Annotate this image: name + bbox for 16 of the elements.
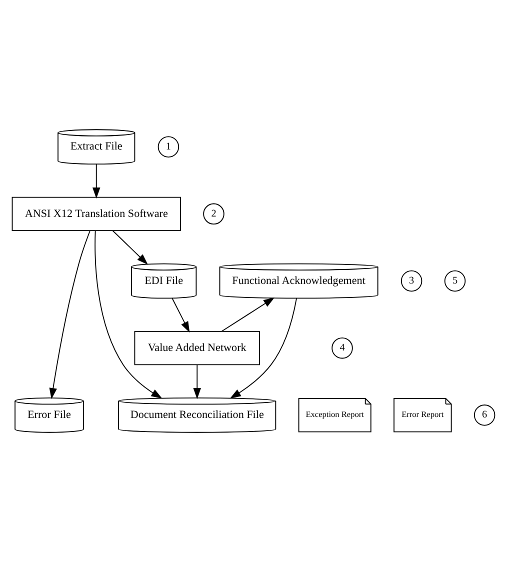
node-circle: 1	[158, 136, 180, 158]
arrow	[221, 297, 275, 332]
arrow	[193, 364, 201, 400]
node-box: ANSI X12 Translation Software	[12, 196, 181, 232]
node-circle: 4	[332, 337, 353, 359]
arrow	[112, 230, 148, 265]
arrow	[172, 298, 190, 333]
node-circle: 3	[400, 270, 422, 292]
arrow	[94, 230, 162, 399]
node-circle: 5	[444, 270, 466, 292]
arrow	[49, 230, 90, 400]
arrow	[92, 164, 100, 199]
node-circle: 6	[474, 404, 496, 426]
node-box: Value Added Network	[134, 330, 260, 366]
arrow	[230, 298, 297, 399]
node-circle: 2	[203, 203, 224, 225]
